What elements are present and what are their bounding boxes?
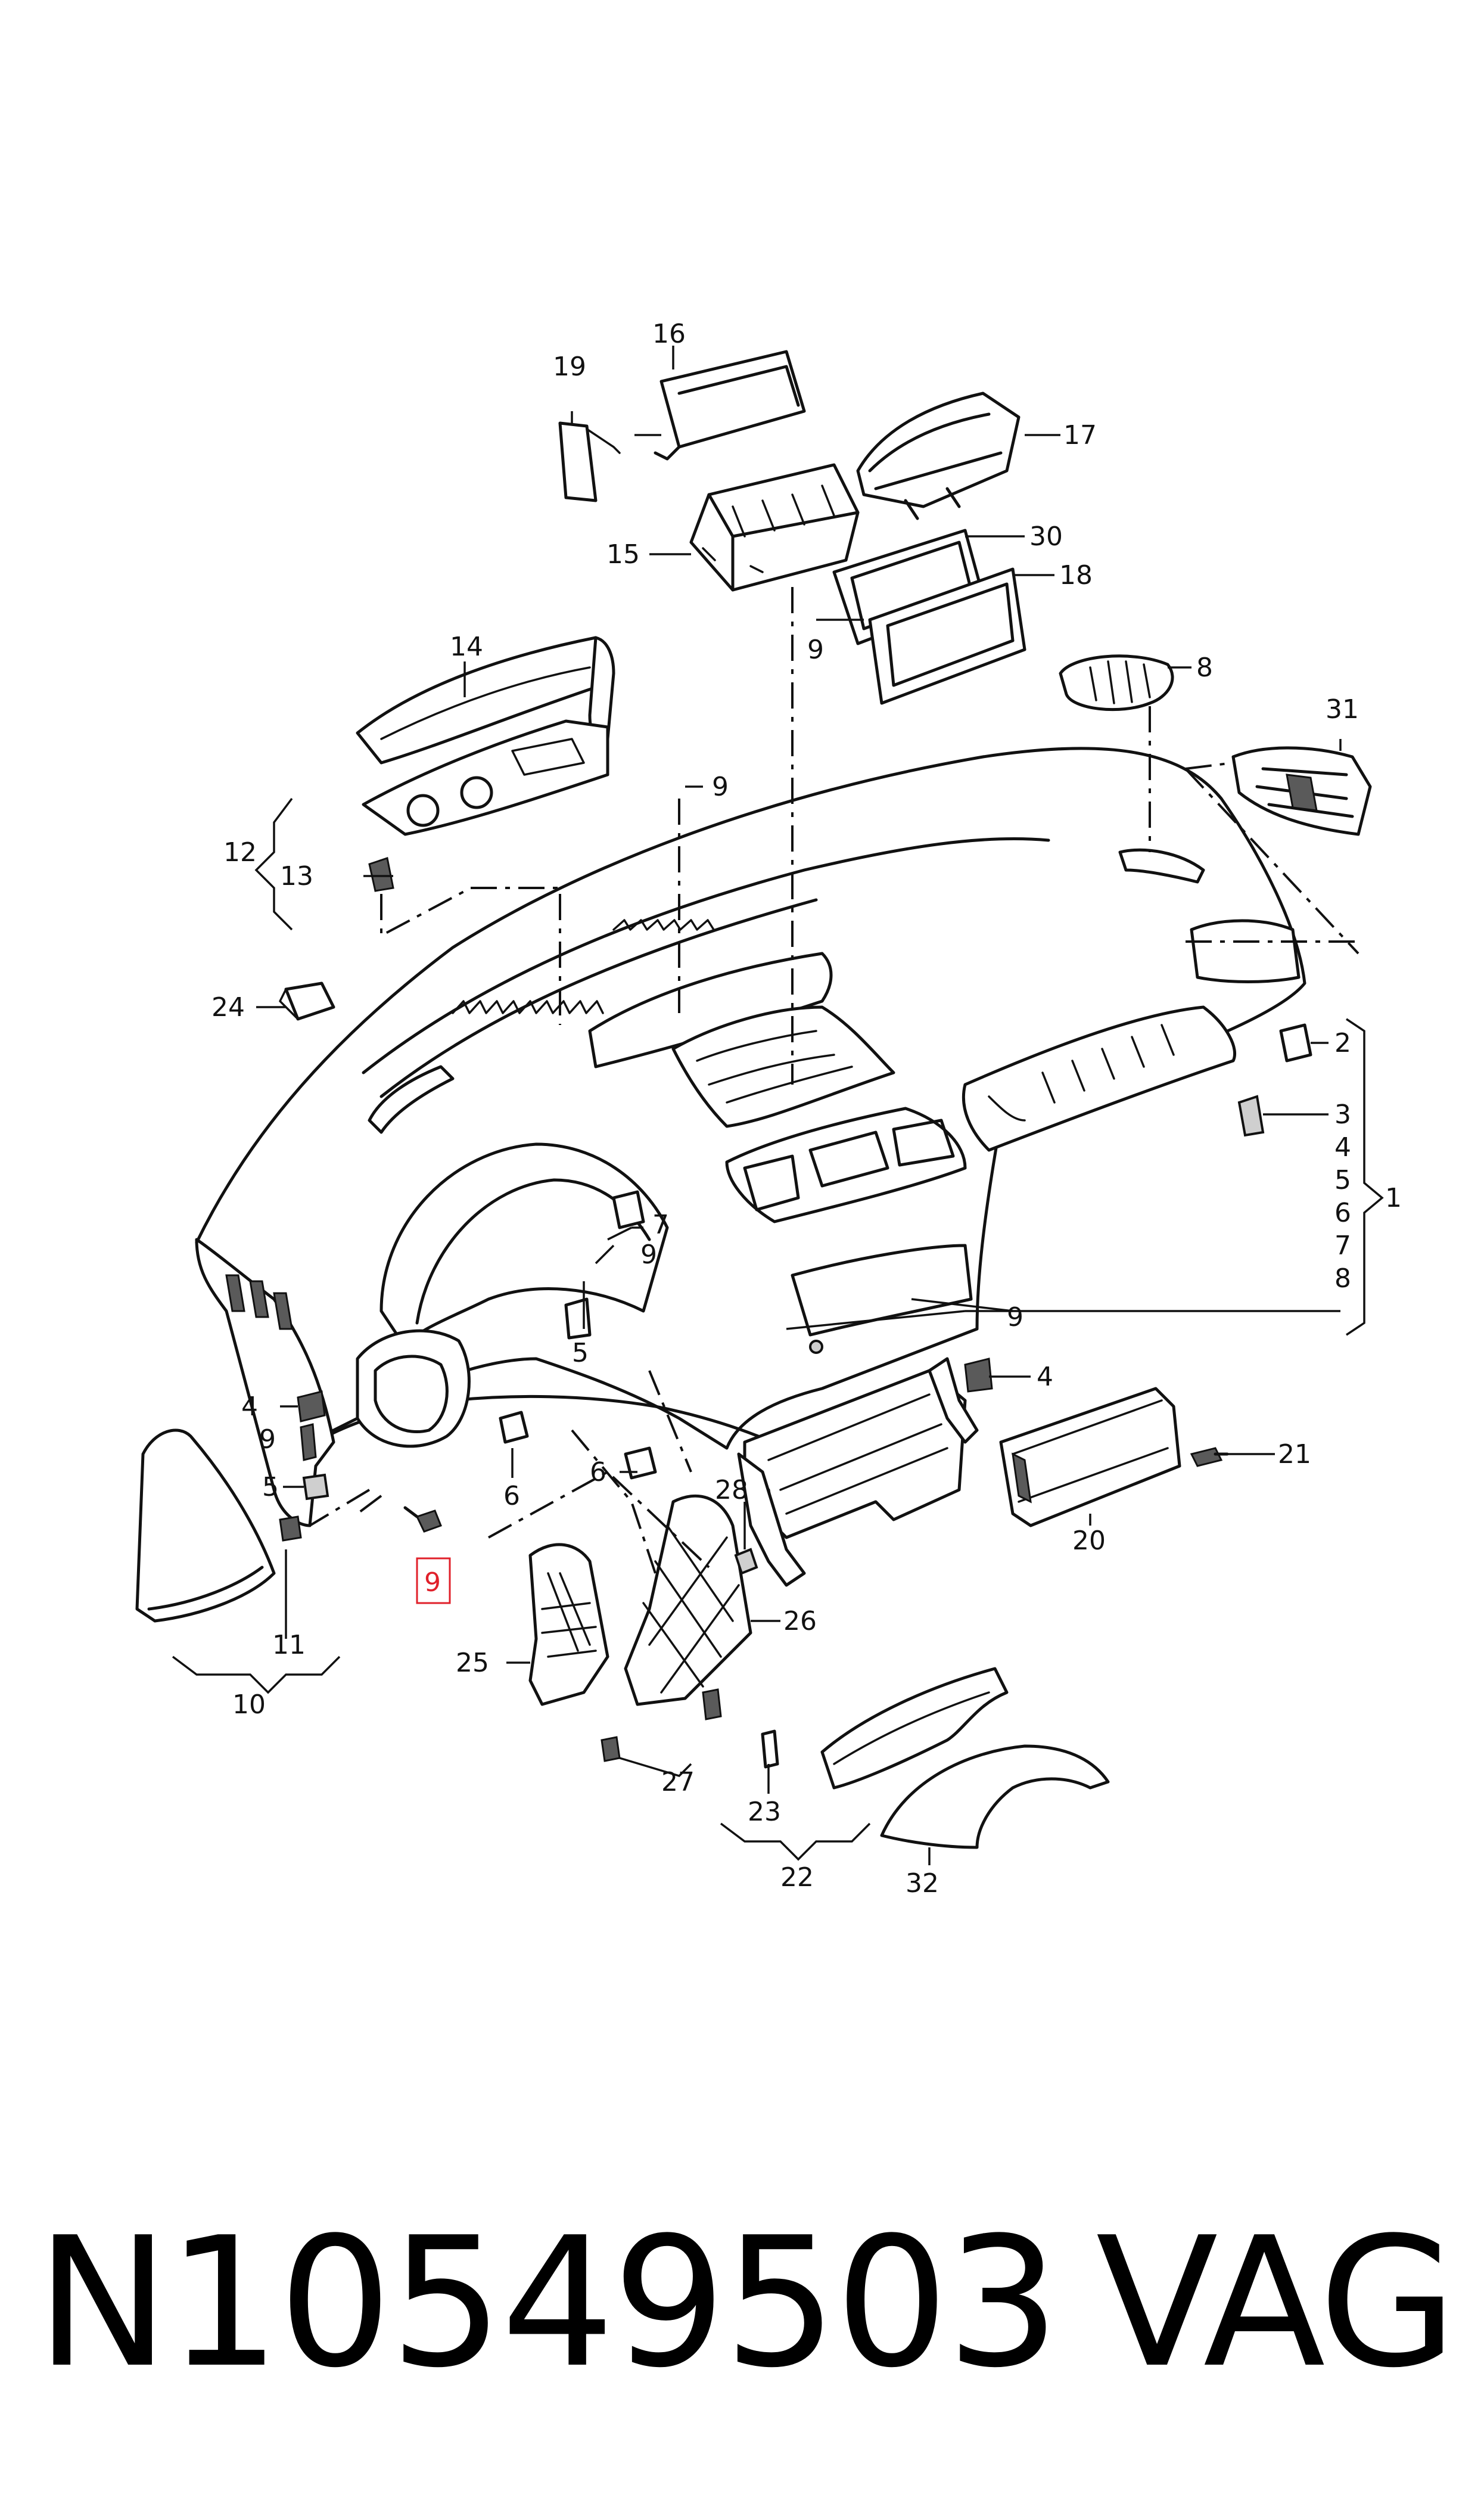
callout-9-left: 9 bbox=[259, 1424, 276, 1455]
part-9-left-screw bbox=[300, 1423, 317, 1461]
callout-14: 14 bbox=[450, 632, 483, 662]
callout-20: 20 bbox=[1072, 1526, 1106, 1556]
callout-4-left: 4 bbox=[241, 1391, 258, 1422]
part-5-center-clip bbox=[564, 1297, 592, 1340]
part-31-side-vent bbox=[1231, 746, 1372, 836]
reference-lines bbox=[309, 587, 1359, 1574]
callout-16: 16 bbox=[652, 319, 686, 349]
callout-8-group: 8 bbox=[1334, 1263, 1351, 1294]
callout-32: 32 bbox=[906, 1868, 939, 1899]
part-22-column-trim-upper bbox=[820, 1667, 1009, 1790]
part-21-bolt bbox=[1190, 1447, 1229, 1467]
callout-9-highlighted: 9 bbox=[424, 1567, 441, 1598]
callout-6-left: 6 bbox=[503, 1481, 520, 1511]
callout-labels: 16 19 17 15 30 18 9 8 31 14 9 12 13 24 2… bbox=[211, 319, 1402, 1899]
callout-2: 2 bbox=[1334, 1028, 1351, 1058]
callout-11: 11 bbox=[272, 1630, 306, 1660]
callout-31: 31 bbox=[1326, 694, 1359, 725]
callout-26: 26 bbox=[783, 1606, 817, 1636]
brand-label: VAG bbox=[1096, 2199, 1457, 2407]
dashboard-panel bbox=[195, 747, 1306, 1587]
part-14-upper-trim bbox=[356, 636, 615, 765]
part-25-knee-bracket bbox=[528, 1543, 609, 1706]
callout-7-group: 7 bbox=[1334, 1231, 1351, 1261]
part-number-footer: N10549503 VAG bbox=[36, 2199, 1457, 2407]
part-23-clip bbox=[761, 1729, 779, 1769]
highlight-box bbox=[416, 1557, 451, 1604]
callout-13: 13 bbox=[280, 861, 313, 892]
part-12-trim-strip bbox=[362, 719, 609, 836]
part-19-trim-piece bbox=[558, 421, 621, 502]
callout-5-group: 5 bbox=[1334, 1165, 1351, 1195]
part-6-clips bbox=[499, 1411, 657, 1480]
part-24-bracket bbox=[279, 981, 335, 1021]
callout-5-left: 5 bbox=[262, 1472, 279, 1502]
part-18-gasket-frame bbox=[868, 567, 1026, 705]
callout-10: 10 bbox=[232, 1689, 266, 1720]
group-brackets bbox=[172, 797, 1384, 1861]
callout-3: 3 bbox=[1334, 1099, 1351, 1130]
part-2-nut bbox=[1279, 1023, 1312, 1063]
part-8-round-vent bbox=[1059, 654, 1174, 712]
part-9-highlighted-screw bbox=[403, 1506, 442, 1533]
part-32-column-trim-lower bbox=[880, 1744, 1110, 1849]
part-3-clip bbox=[1237, 1095, 1265, 1137]
callout-4-group: 4 bbox=[1334, 1132, 1351, 1163]
callout-4-right: 4 bbox=[1037, 1362, 1053, 1392]
part-4-left-clip bbox=[297, 1390, 326, 1422]
callout-30: 30 bbox=[1029, 521, 1063, 552]
part-15-airbag-housing bbox=[689, 463, 860, 592]
callout-18: 18 bbox=[1059, 560, 1093, 591]
part-7-clip bbox=[612, 1190, 645, 1229]
callout-6-right: 6 bbox=[590, 1457, 606, 1487]
part-10-end-cover bbox=[135, 1428, 276, 1623]
part-28-nut bbox=[734, 1548, 758, 1575]
leader-lines bbox=[256, 346, 1342, 1865]
part-27-screws bbox=[601, 1688, 722, 1762]
callout-21: 21 bbox=[1278, 1439, 1311, 1470]
callout-9-top: 9 bbox=[807, 635, 824, 665]
callout-28: 28 bbox=[715, 1475, 748, 1505]
callout-24: 24 bbox=[211, 992, 245, 1023]
callout-9-right: 9 bbox=[1007, 1302, 1023, 1333]
callout-1: 1 bbox=[1385, 1183, 1402, 1213]
callout-27: 27 bbox=[661, 1767, 695, 1797]
callout-8-vent: 8 bbox=[1196, 653, 1213, 683]
part-number: N10549503 bbox=[36, 2199, 1060, 2407]
callout-5-center: 5 bbox=[572, 1338, 589, 1368]
callout-15: 15 bbox=[606, 539, 640, 570]
part-16-airbag-cover bbox=[654, 350, 806, 461]
part-17-passenger-airbag bbox=[856, 392, 1021, 520]
callout-17: 17 bbox=[1063, 420, 1097, 451]
callout-12: 12 bbox=[223, 837, 257, 868]
part-11-clip bbox=[279, 1515, 302, 1542]
callout-19: 19 bbox=[553, 352, 586, 382]
part-13-clip bbox=[368, 857, 394, 892]
callout-22: 22 bbox=[780, 1862, 814, 1893]
callout-25: 25 bbox=[456, 1648, 489, 1678]
callout-6-group: 6 bbox=[1334, 1198, 1351, 1228]
part-26-knee-bracket-mesh bbox=[624, 1494, 752, 1706]
part-20-glovebox-module bbox=[999, 1387, 1181, 1527]
callout-23: 23 bbox=[748, 1797, 781, 1827]
part-4-right-clip bbox=[964, 1358, 993, 1393]
callout-7: 7 bbox=[652, 1210, 669, 1240]
callout-9-middle: 9 bbox=[640, 1240, 657, 1270]
part-5-left-clip bbox=[302, 1473, 329, 1501]
callout-9-center: 9 bbox=[712, 772, 729, 802]
